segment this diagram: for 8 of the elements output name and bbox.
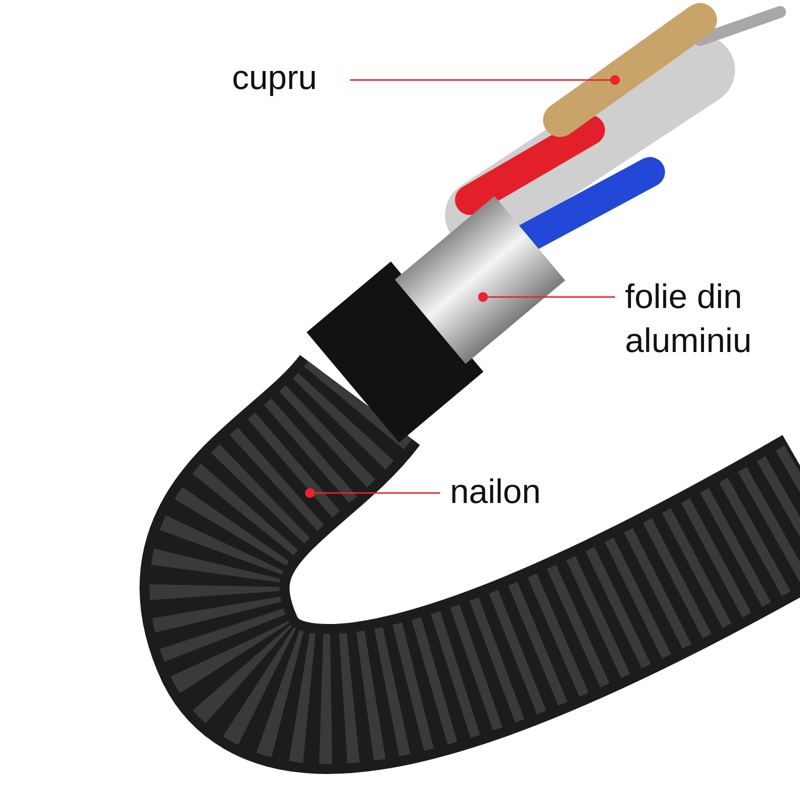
copper-wire xyxy=(543,3,717,137)
callout-label: folie din aluminiu xyxy=(625,275,795,364)
leader-line xyxy=(478,292,615,302)
callout-label: nailon xyxy=(450,470,560,514)
callout-label: cupru xyxy=(232,56,342,100)
braided-jacket xyxy=(140,262,800,774)
leader-line xyxy=(350,75,620,85)
leader-line xyxy=(305,488,440,498)
